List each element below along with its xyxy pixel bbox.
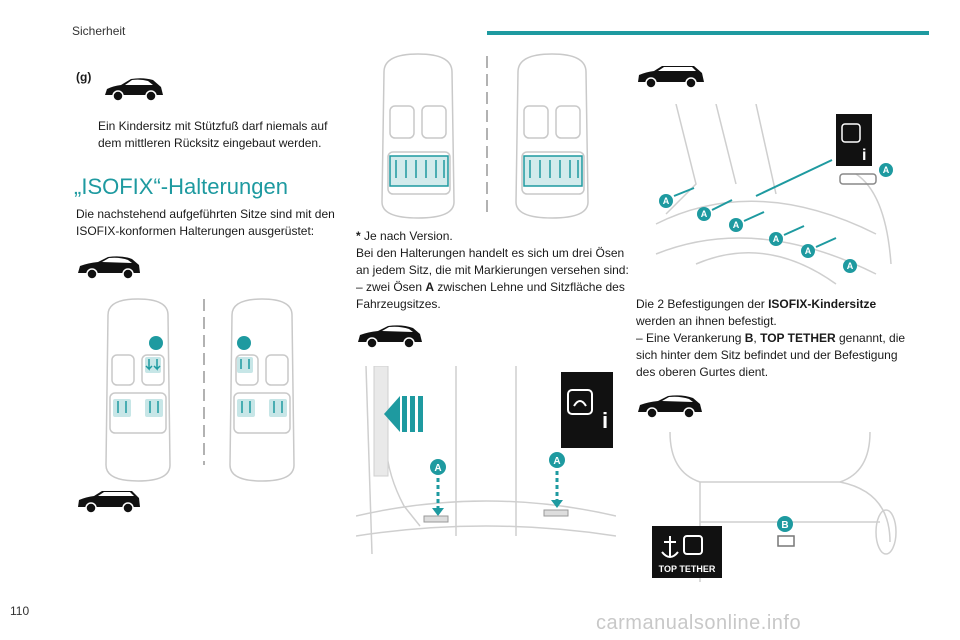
- car-top-view-left: [105, 298, 171, 482]
- anchor-bullet-line-1: – zwei Ösen A zwischen Lehne und Sitzflä…: [356, 279, 625, 296]
- footnote: * Je nach Version.: [356, 228, 453, 245]
- svg-text:i: i: [862, 147, 866, 164]
- tether-b: B: [744, 331, 754, 345]
- intro-line-1: Die nachstehend aufgeführten Sitze sind …: [76, 207, 335, 221]
- svg-text:A: A: [553, 456, 560, 467]
- svg-text:A: A: [701, 209, 708, 219]
- estate-car-icon: [78, 491, 140, 514]
- tether-prefix: – Eine Verankerung: [636, 331, 745, 345]
- tether-top-tether: TOP TETHER: [760, 331, 836, 345]
- header-accent-bar: [487, 31, 929, 35]
- suv-car-icon: [105, 78, 163, 102]
- tether-line-2: sich hinter dem Sitz befindet und der Be…: [636, 348, 898, 362]
- svg-text:A: A: [883, 165, 890, 175]
- anchor-bullet-line-2: Fahrzeugsitzes.: [356, 297, 441, 311]
- seat-belt: [373, 366, 389, 477]
- svg-text:A: A: [847, 261, 854, 271]
- tether-rest: genannt, die: [835, 331, 906, 345]
- watermark: carmanualsonline.info: [596, 612, 802, 634]
- svg-text:A: A: [773, 234, 780, 244]
- top-tether-label: TOP TETHER: [659, 564, 716, 574]
- isofix-heading: „ISOFIX“-Halterungen: [74, 174, 288, 199]
- tether-line-3: des oberen Gurtes dient.: [636, 365, 769, 379]
- fastening-text: Die 2 Befestigungen der: [636, 297, 769, 311]
- svg-text:A: A: [733, 220, 740, 230]
- suv-car-icon: [638, 395, 702, 419]
- anchor-a-right: A: [549, 452, 565, 508]
- suv-car-icon: [358, 325, 422, 349]
- fastening-bold: ISOFIX-Kindersitze: [768, 297, 877, 311]
- fastening-line-2: werden an ihnen befestigt.: [636, 314, 777, 328]
- svg-text:B: B: [781, 520, 788, 531]
- bullet-rest: zwischen Lehne und Sitzfläche des: [434, 280, 625, 294]
- seat-layout-diagram-7-seats: [381, 53, 589, 219]
- intro-line-2: ISOFIX-konformen Halterungen ausgerüstet…: [76, 224, 315, 238]
- warning-line-2: dem mittleren Rücksitz eingebaut werden.: [98, 136, 322, 150]
- warning-line-1: Ein Kindersitz mit Stützfuß darf niemals…: [98, 119, 328, 133]
- anchor-text-line-1: Bei den Halterungen handelt es sich um d…: [356, 246, 625, 260]
- page-number: 110: [10, 604, 30, 618]
- bullet-prefix: – zwei Ösen: [356, 280, 426, 294]
- tether-line-1: – Eine Verankerung B, TOP TETHER genannt…: [636, 330, 905, 347]
- footnote-star: *: [356, 229, 361, 243]
- seat-anchor-illustration: i A A: [356, 366, 616, 554]
- seat-layout-diagram-5-seats: [105, 298, 295, 482]
- svg-text:A: A: [805, 246, 812, 256]
- insert-arrow: [384, 396, 423, 432]
- anchor-b: B: [777, 516, 795, 547]
- variant-label: (g): [76, 70, 92, 84]
- suv-car-icon: [78, 256, 140, 280]
- bullet-bold-a: A: [425, 280, 435, 294]
- isofix-symbol-plate: [561, 372, 613, 448]
- fastening-line-1: Die 2 Befestigungen der ISOFIX-Kindersit…: [636, 296, 876, 313]
- svg-text:i: i: [602, 408, 608, 433]
- svg-text:A: A: [434, 463, 441, 474]
- anchor-a-left: A: [430, 459, 446, 516]
- top-tether-symbol-plate: [652, 526, 722, 578]
- isofix-seat-markers: [113, 336, 163, 417]
- top-tether-illustration: B TOP TETHER: [652, 432, 897, 582]
- footnote-text: Je nach Version.: [360, 229, 453, 243]
- anchor-text-line-2: an jedem Sitz, die mit Markierungen vers…: [356, 263, 629, 277]
- rear-bench-anchor-illustration: i A A A A A A A: [655, 104, 893, 285]
- estate-car-icon: [638, 66, 704, 89]
- section-title: Sicherheit: [72, 24, 126, 38]
- tether-comma: ,: [753, 331, 761, 345]
- car-top-view-right: [229, 298, 295, 482]
- svg-text:A: A: [663, 196, 670, 206]
